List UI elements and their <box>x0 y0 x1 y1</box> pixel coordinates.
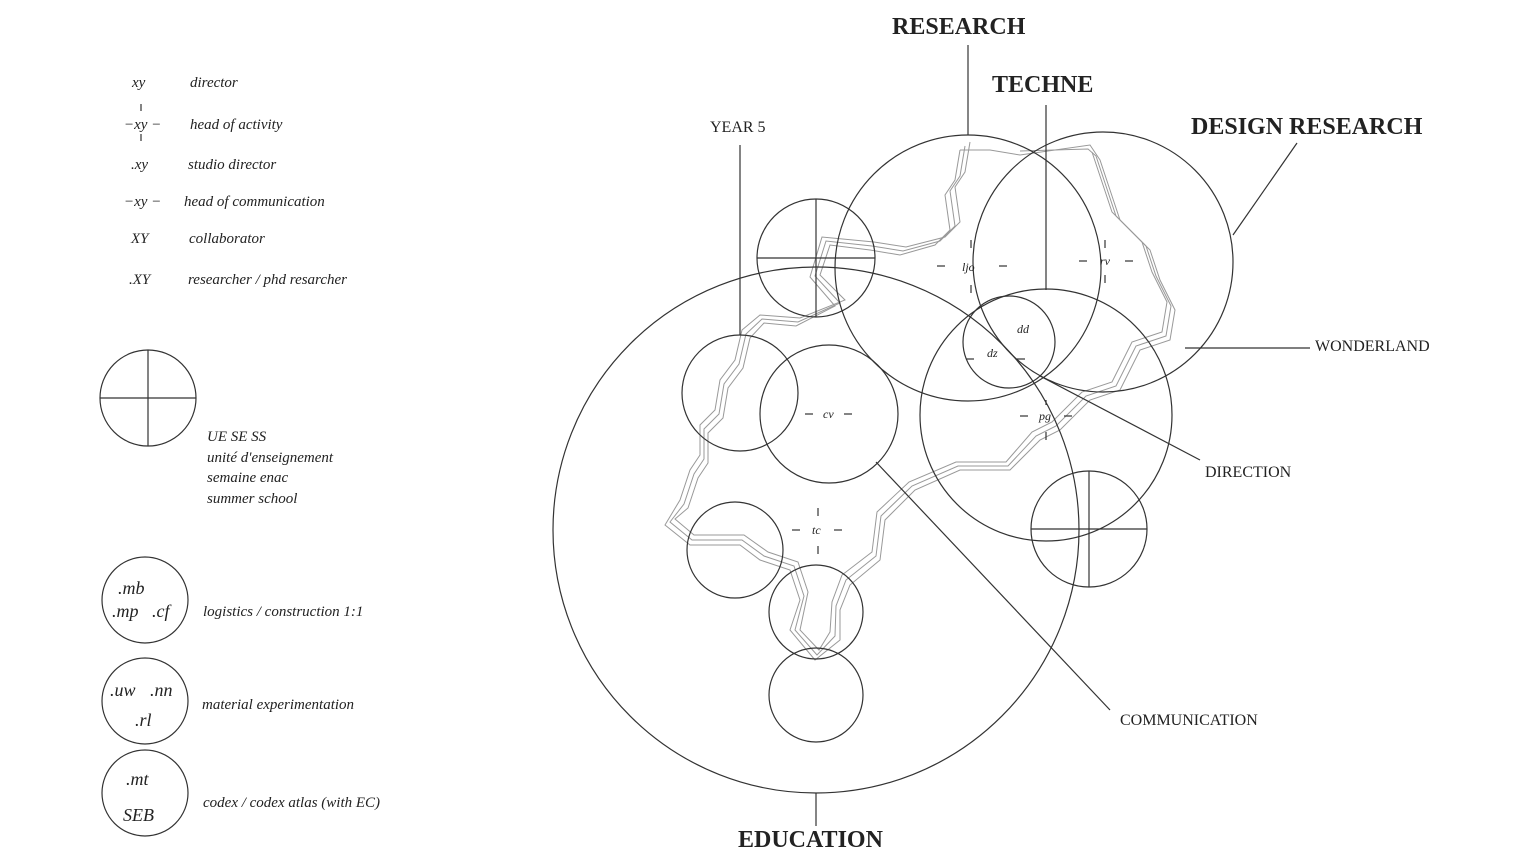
initial-tc: tc <box>812 523 821 537</box>
activity-circle <box>768 647 864 743</box>
role-label: researcher / phd resarcher <box>188 272 347 288</box>
group-member: .uw <box>110 680 136 700</box>
role-label: director <box>190 75 238 91</box>
role-symbol: .xy <box>131 157 149 173</box>
heading-research: RESEARCH <box>892 14 1026 40</box>
ue-line: semaine enac <box>207 470 289 486</box>
role-symbol: XY <box>131 231 149 247</box>
group-member: .mp <box>112 601 139 621</box>
group-label: codex / codex atlas (with EC) <box>203 795 381 811</box>
activity-circle <box>768 564 864 660</box>
role-label: studio director <box>188 157 277 173</box>
ue-line: summer school <box>207 491 298 507</box>
techne-circle <box>962 295 1056 389</box>
cv-circle <box>759 344 899 484</box>
initials: ljo rv dd dz pg cv tc <box>792 240 1133 554</box>
group-member: .rl <box>135 710 152 730</box>
label-year5: YEAR 5 <box>710 119 766 136</box>
initial-cv: cv <box>823 407 834 421</box>
role-symbol: −xy − <box>124 194 162 210</box>
label-wonderland: WONDERLAND <box>1315 338 1430 355</box>
legend-marks <box>99 104 197 837</box>
year5-circle <box>681 334 799 452</box>
label-direction: DIRECTION <box>1205 464 1292 481</box>
heading-education: EDUCATION <box>738 827 883 853</box>
group-circle <box>101 749 189 837</box>
group-member: .cf <box>152 601 170 621</box>
role-label: head of activity <box>190 117 283 133</box>
activity-circle <box>686 501 784 599</box>
group-member: .nn <box>150 680 173 700</box>
role-label: head of communication <box>184 194 325 210</box>
group-label: logistics / construction 1:1 <box>203 604 364 620</box>
initial-dd: dd <box>1017 322 1030 336</box>
group-member: .mt <box>126 769 149 789</box>
group-label: material experimentation <box>202 697 355 713</box>
group-member: SEB <box>123 805 154 825</box>
initial-pg: pg <box>1038 409 1051 423</box>
initial-rv: rv <box>1100 254 1111 268</box>
group-member: .mb <box>118 578 145 598</box>
initial-dz: dz <box>987 346 998 360</box>
design-research-circle <box>972 131 1234 393</box>
role-symbol: .XY <box>129 272 151 288</box>
ue-line: UE SE SS <box>207 429 267 445</box>
heading-techne: TECHNE <box>992 72 1094 98</box>
ue-line: unité d'enseignement <box>207 450 334 466</box>
initial-ljo: ljo <box>962 260 975 274</box>
wonderland-boundary <box>664 141 1176 661</box>
label-communication: COMMUNICATION <box>1120 712 1258 729</box>
role-label: collaborator <box>189 231 265 247</box>
role-symbol: xy <box>132 75 146 91</box>
group-circle <box>101 556 189 644</box>
heading-design-research: DESIGN RESEARCH <box>1191 114 1423 140</box>
role-symbol: −xy − <box>124 117 162 133</box>
group-circle <box>101 657 189 745</box>
